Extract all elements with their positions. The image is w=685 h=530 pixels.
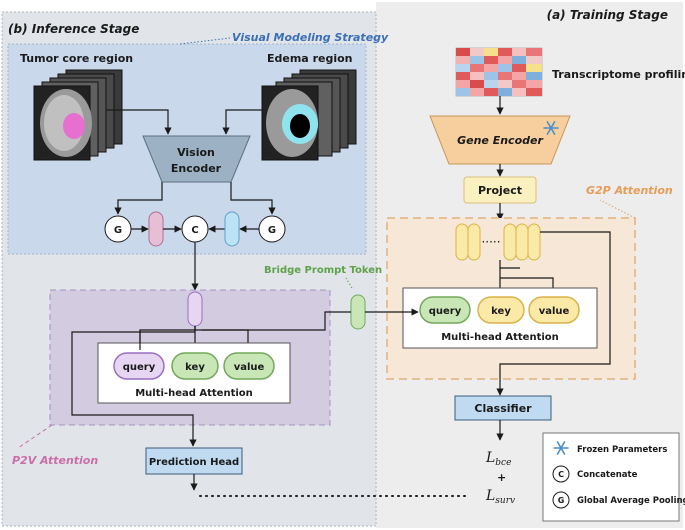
classifier-label: Classifier xyxy=(474,402,532,415)
gene-token-4 xyxy=(515,223,529,261)
vision-encoder xyxy=(142,135,251,183)
encoder-to-gap-left xyxy=(114,182,163,215)
g2p-value-pill xyxy=(528,296,580,324)
encoder-to-gap-right xyxy=(230,182,276,215)
prediction-head-label: Prediction Head xyxy=(149,457,239,468)
p2v-key-pill xyxy=(171,352,219,380)
edema-token xyxy=(224,211,240,247)
legend-gap-icon xyxy=(552,491,570,509)
p2v-value-pill xyxy=(223,352,275,380)
bridge-prompt-label: Bridge Prompt Token xyxy=(264,265,382,276)
vision-encoder-line2: Encoder xyxy=(171,162,222,175)
gene-token-1 xyxy=(455,223,469,261)
edema-to-encoder-arrow xyxy=(222,109,262,135)
visual-modeling-title: Visual Modeling Strategy xyxy=(232,31,389,44)
inference-stage-title: (b) Inference Stage xyxy=(8,22,139,36)
loss-surv-symbol: L xyxy=(485,488,495,504)
g2p-query-pill xyxy=(419,296,471,324)
prediction-head xyxy=(145,447,243,475)
g2p-mha-label: Multi-head Attention xyxy=(441,332,559,343)
tumor-token xyxy=(148,211,164,247)
tumor-core-label: Tumor core region xyxy=(20,52,133,65)
concat-symbol: C xyxy=(191,225,198,236)
g2p-attention-label: G2P Attention xyxy=(586,184,673,197)
visual-token xyxy=(187,291,203,327)
vision-encoder-line1: Vision xyxy=(177,146,215,159)
training-stage-title: (a) Training Stage xyxy=(547,8,668,22)
g2p-query-label: query xyxy=(429,306,462,317)
p2v-mha-label: Multi-head Attention xyxy=(135,388,253,399)
gene-token-5 xyxy=(527,223,541,261)
gene-token-ellipsis: ····· xyxy=(481,235,500,249)
bridge-to-p2v-line xyxy=(202,311,351,331)
p2v-value-label: value xyxy=(234,362,265,373)
p2v-query-pill xyxy=(113,352,165,380)
tumor-core-mri-stack xyxy=(33,69,123,161)
transcriptome-label: Transcriptome profiling xyxy=(552,68,685,81)
gap-node-right xyxy=(258,215,286,243)
loss-surv-subscript: surv xyxy=(495,496,515,506)
vms-callout-line xyxy=(179,37,231,45)
classifier xyxy=(454,395,552,421)
g2p-callout-line xyxy=(599,199,636,219)
gene-encoder xyxy=(429,115,571,165)
snowflake-icon xyxy=(543,121,559,135)
p2v-attention-label: P2V Attention xyxy=(12,454,98,467)
project-label: Project xyxy=(478,184,522,197)
loss-surv: Lsurv xyxy=(485,488,515,506)
edema-mri-stack xyxy=(261,69,357,161)
gap-symbol-right: G xyxy=(268,225,276,236)
edema-label: Edema region xyxy=(267,52,352,65)
gene-residual-path xyxy=(496,231,611,396)
loss-bce: Lbce xyxy=(485,450,511,468)
legend-gap-label: Global Average Pooling xyxy=(577,496,685,506)
legend-gap-symbol: G xyxy=(558,496,565,505)
loss-plus: + xyxy=(497,471,506,484)
p2v-query-label: query xyxy=(123,362,156,373)
legend-snowflake-icon xyxy=(553,441,569,455)
gene-token-2 xyxy=(467,223,481,261)
legend-frozen-label: Frozen Parameters xyxy=(577,445,667,455)
g2p-key-label: key xyxy=(491,306,511,317)
visual-residual-path xyxy=(71,326,197,447)
g2p-key-pill xyxy=(477,296,525,324)
g2p-value-label: value xyxy=(539,306,570,317)
bridge-prompt-token xyxy=(350,294,366,330)
transcriptome-heatmap xyxy=(455,47,543,97)
p2v-key-label: key xyxy=(185,362,205,373)
legend-concat-symbol: C xyxy=(558,470,564,479)
loss-bce-subscript: bce xyxy=(495,458,511,468)
tumor-to-encoder-arrow xyxy=(106,109,172,135)
gene-encoder-label: Gene Encoder xyxy=(457,134,543,147)
legend-concat-label: Concatenate xyxy=(577,470,638,480)
loss-bce-symbol: L xyxy=(485,450,495,466)
legend-concat-icon xyxy=(552,465,570,483)
gene-token-3 xyxy=(503,223,517,261)
gap-symbol-left: G xyxy=(114,225,122,236)
